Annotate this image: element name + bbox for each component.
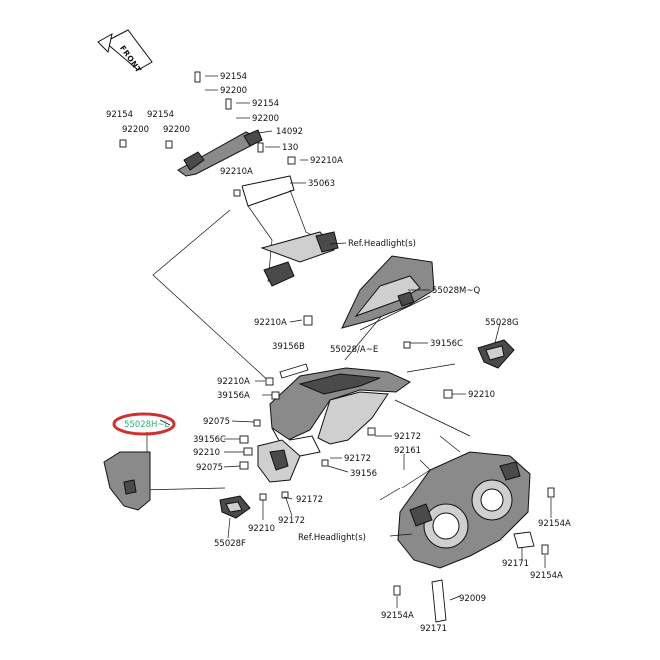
- callout-label: 92154A: [381, 611, 414, 621]
- callout-label: 92172: [296, 495, 323, 505]
- stay-35063: [241, 175, 339, 287]
- callout-label: 92210: [468, 390, 495, 400]
- callout-label: 92200: [220, 86, 247, 96]
- headlight-assembly: [397, 451, 531, 569]
- callout-label: 92154: [147, 110, 174, 120]
- callout-label: 39156: [350, 469, 377, 479]
- callout-label: 92172: [278, 516, 305, 526]
- callout-label: 92200: [163, 125, 190, 135]
- callout-label: Ref.Headlight(s): [298, 533, 366, 543]
- inner-panel: [257, 439, 301, 483]
- callout-label: 55028M~Q: [432, 286, 480, 296]
- callout-label: 92009: [459, 594, 486, 604]
- callout-label: 55028F: [214, 539, 246, 549]
- callout-label: 130: [282, 143, 298, 153]
- callout-label: 92210: [193, 448, 220, 458]
- callout-label: 92200: [252, 114, 279, 124]
- callout-label: 92075: [196, 463, 223, 473]
- front-arrow-icon: FRONT: [97, 29, 153, 75]
- highlight-ring: [112, 412, 176, 436]
- leader-lines: [146, 75, 552, 608]
- callout-label: 92161: [394, 446, 421, 456]
- callout-label: 39156C: [193, 435, 226, 445]
- callout-label: 39156B: [272, 342, 305, 352]
- callout-label: 92210A: [220, 167, 253, 177]
- callout-label: 14092: [276, 127, 303, 137]
- bracket-55028f: [219, 495, 251, 519]
- callout-label: 55028/A~E: [330, 345, 378, 355]
- side-panel-55028h: [103, 451, 151, 511]
- callout-label: 92154A: [538, 519, 571, 529]
- callout-label: 92154A: [530, 571, 563, 581]
- callout-label: 92075: [203, 417, 230, 427]
- callout-label: 92210A: [310, 156, 343, 166]
- callout-label: 92210A: [254, 318, 287, 328]
- upper-cowl-55028a: [269, 367, 411, 457]
- callout-label: 92210A: [217, 377, 250, 387]
- callout-label: 39156A: [217, 391, 250, 401]
- callout-labels: 92154 92200 92154 92200 14092 92154 9220…: [106, 72, 571, 634]
- fasteners: [119, 71, 555, 623]
- callout-label: 92171: [420, 624, 447, 634]
- callout-label: 92154: [252, 99, 279, 109]
- callout-label: 92171: [502, 559, 529, 569]
- callout-label: 92154: [106, 110, 133, 120]
- callout-label: 39156C: [430, 339, 463, 349]
- callout-label: 55028G: [485, 318, 519, 328]
- callout-label: Ref.Headlight(s): [348, 239, 416, 249]
- callout-label: 92172: [394, 432, 421, 442]
- side-cowl-55028m: [341, 255, 435, 329]
- callout-label: 92172: [344, 454, 371, 464]
- callout-label: 92200: [122, 125, 149, 135]
- callout-label: 35063: [308, 179, 335, 189]
- upper-bracket-14092: [177, 129, 264, 177]
- callout-label: 92154: [220, 72, 247, 82]
- callout-label-highlighted: 55028H~L: [124, 420, 170, 430]
- callout-label: 92210: [248, 524, 275, 534]
- cover-55028g: [477, 339, 515, 369]
